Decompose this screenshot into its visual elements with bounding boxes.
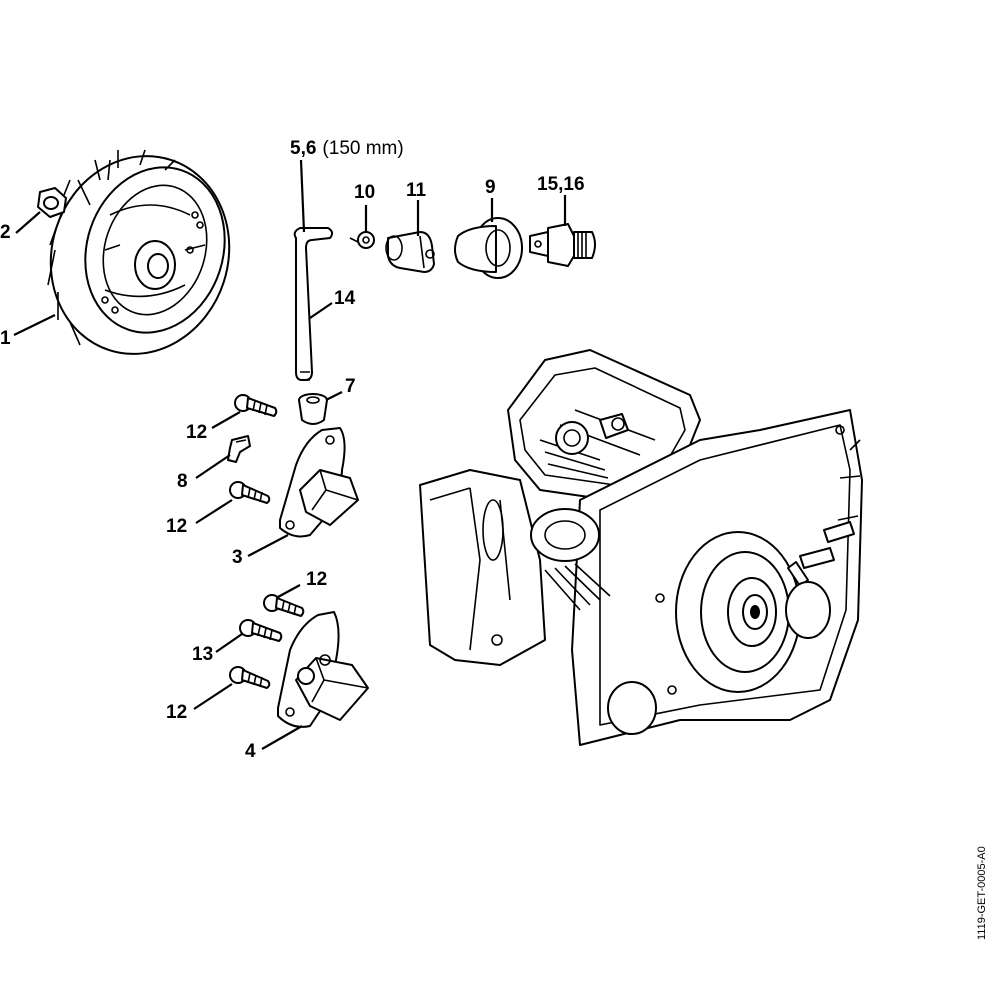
screw-middle[interactable] <box>229 481 271 504</box>
nut[interactable] <box>37 187 67 218</box>
callout-1: 1 <box>0 328 11 349</box>
screw-upper[interactable] <box>234 394 278 417</box>
spark-plug-boot[interactable] <box>385 231 435 273</box>
callout-labels: 2 1 5,6(150 mm) 10 11 9 15,16 14 7 12 8 … <box>0 138 585 762</box>
screw-13[interactable] <box>239 619 283 642</box>
spark-plug[interactable] <box>529 223 596 267</box>
screw-lower-top[interactable] <box>263 594 305 617</box>
callout-12-middle: 12 <box>166 516 187 537</box>
callout-12-lower-bottom: 12 <box>166 702 187 723</box>
callout-15-16: 15,16 <box>537 174 585 195</box>
callout-4: 4 <box>245 741 256 762</box>
callout-13: 13 <box>192 644 213 665</box>
tube[interactable] <box>293 227 334 381</box>
callout-7: 7 <box>345 376 356 397</box>
callout-5-6-number: 5,6 <box>290 138 316 159</box>
callout-2: 2 <box>0 222 11 243</box>
leader-lines <box>13 159 567 750</box>
callout-11: 11 <box>406 180 427 201</box>
spring-clip[interactable] <box>349 231 375 249</box>
callout-10: 10 <box>354 182 375 203</box>
grommet[interactable] <box>298 393 328 425</box>
ignition-module-upper[interactable] <box>279 427 359 538</box>
callout-5-6-length: (150 mm) <box>322 138 403 159</box>
drawing-reference-text: 1119-GET-0005-A0 <box>976 846 988 940</box>
ground-clip[interactable] <box>227 435 251 463</box>
flywheel[interactable] <box>25 133 254 378</box>
callout-14: 14 <box>334 288 356 309</box>
ignition-module-lower[interactable] <box>277 611 369 728</box>
engine-assembly <box>419 349 863 746</box>
callout-12-lower-top: 12 <box>306 569 327 590</box>
callout-5-6: 5,6 (150 mm) <box>290 138 404 159</box>
callout-3: 3 <box>232 547 243 568</box>
contact-sleeve[interactable] <box>454 217 523 279</box>
screw-lower-bottom[interactable] <box>229 666 271 689</box>
callout-8: 8 <box>177 471 188 492</box>
callout-9: 9 <box>485 177 496 198</box>
callout-12-upper: 12 <box>186 422 207 443</box>
drawing-reference-id: 1119-GET-0005-A0 <box>976 846 996 950</box>
